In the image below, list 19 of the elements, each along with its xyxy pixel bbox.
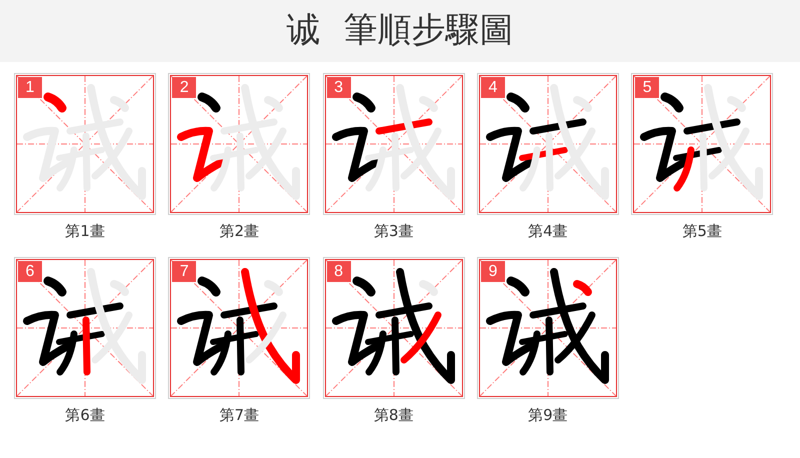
step-number: 5 — [635, 77, 660, 98]
page-title: 诚 筆順步驟圖 — [286, 12, 514, 50]
step-caption: 第5畫 — [682, 222, 722, 240]
step-caption: 第7畫 — [220, 406, 260, 424]
step-caption: 第4畫 — [528, 222, 568, 240]
step-caption: 第2畫 — [220, 222, 260, 240]
step-caption: 第9畫 — [528, 406, 568, 424]
step-number: 4 — [480, 77, 505, 98]
step-number: 8 — [326, 261, 351, 282]
step-caption: 第3畫 — [374, 222, 414, 240]
step-number: 7 — [172, 261, 196, 282]
step-number: 3 — [326, 77, 351, 98]
step-number: 9 — [480, 261, 505, 282]
step-caption: 第6畫 — [65, 406, 105, 424]
step-caption: 第8畫 — [374, 406, 414, 424]
step-number: 6 — [18, 261, 42, 282]
step-number: 2 — [172, 77, 196, 98]
step-caption: 第1畫 — [65, 222, 105, 240]
step-number: 1 — [18, 77, 42, 98]
